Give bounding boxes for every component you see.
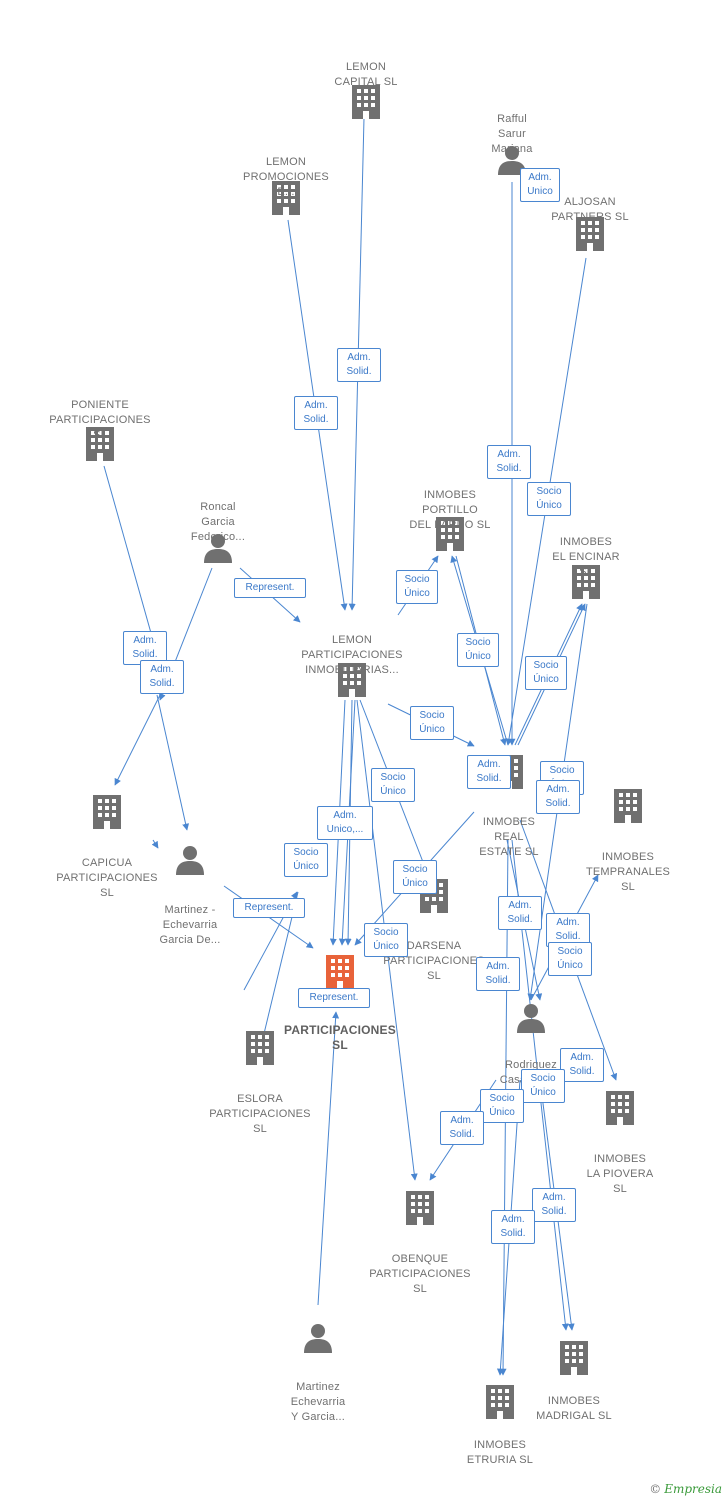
person-icon[interactable] <box>176 846 204 875</box>
edge-label[interactable]: Adm. Solid. <box>532 1188 576 1222</box>
node-label-inmobes-etruria[interactable]: INMOBES ETRURIA SL <box>466 1439 534 1466</box>
building-icon[interactable] <box>614 789 642 823</box>
edge-label[interactable]: Socio Único <box>284 843 328 877</box>
node-label-darsena[interactable]: DARSENA PARTICIPACIONES SL <box>383 940 485 982</box>
edge-label[interactable]: Adm. Solid. <box>337 348 381 382</box>
node-label-martinez-de[interactable]: Martinez - Echevarria Garcia De... <box>159 904 221 946</box>
edge-label[interactable]: Adm. Solid. <box>294 396 338 430</box>
building-icon[interactable] <box>93 795 121 829</box>
edge-label[interactable]: Adm. Unico <box>520 168 560 202</box>
node-label-aljosan[interactable]: ALJOSAN PARTNERS SL <box>551 196 629 223</box>
node-label-roncal[interactable]: Roncal Garcia Federico... <box>190 501 246 543</box>
edge-label[interactable]: Adm. Solid. <box>476 957 520 991</box>
edge-label[interactable]: Socio Único <box>480 1089 524 1123</box>
edge-label[interactable]: Socio Único <box>521 1069 565 1103</box>
brand-name: Empresia <box>664 1482 722 1496</box>
edge-label[interactable]: Adm. Solid. <box>536 780 580 814</box>
edge-line <box>156 694 190 831</box>
edge-label[interactable]: Represent. <box>234 578 306 598</box>
building-icon[interactable] <box>246 1031 274 1065</box>
node-label-main[interactable]: PARTICIPACIONES SL <box>284 1023 396 1052</box>
node-label-inmobes-real[interactable]: INMOBES REAL ESTATE SL <box>479 816 539 858</box>
edge-label[interactable]: Adm. Solid. <box>560 1048 604 1082</box>
building-icon[interactable] <box>352 85 380 119</box>
node-label-lemon-capital[interactable]: LEMON CAPITAL SL <box>334 61 398 88</box>
node-label-martinez-y[interactable]: Martinez Echevarria Y Garcia... <box>290 1381 346 1423</box>
node-label-inmobes-madrigal[interactable]: INMOBES MADRIGAL SL <box>536 1395 612 1422</box>
edge-label[interactable]: Adm. Unico,... <box>317 806 373 840</box>
copyright-symbol: © <box>649 1482 662 1496</box>
edge-label[interactable]: Adm. Solid. <box>467 755 511 789</box>
person-icon[interactable] <box>517 1004 545 1033</box>
node-label-inmobes-tempranales[interactable]: INMOBES TEMPRANALES SL <box>585 851 671 893</box>
edge-label[interactable]: Represent. <box>233 898 305 918</box>
edge-label[interactable]: Adm. Solid. <box>440 1111 484 1145</box>
building-icon[interactable] <box>560 1341 588 1375</box>
node-label-eslora[interactable]: ESLORA PARTICIPACIONES SL <box>209 1093 311 1135</box>
node-label-inmobes-encinar[interactable]: INMOBES EL ENCINAR SL <box>552 536 620 578</box>
building-icon[interactable] <box>406 1191 434 1225</box>
edge-label[interactable]: Adm. Solid. <box>140 660 184 694</box>
edge-label[interactable]: Socio Único <box>393 860 437 894</box>
building-icon[interactable] <box>326 955 354 989</box>
node-label-rafful[interactable]: Rafful Sarur Mariana <box>491 113 533 155</box>
edge-line <box>317 1011 340 1306</box>
building-icon[interactable] <box>606 1091 634 1125</box>
edge-label[interactable]: Socio Único <box>410 706 454 740</box>
edge-label[interactable]: Socio Único <box>364 923 408 957</box>
edge-line <box>151 839 159 849</box>
person-icon[interactable] <box>304 1324 332 1353</box>
edge-line <box>114 694 161 786</box>
edge-label[interactable]: Adm. Solid. <box>487 445 531 479</box>
node-label-obenque[interactable]: OBENQUE PARTICIPACIONES SL <box>369 1253 471 1295</box>
node-label-lemon-promociones[interactable]: LEMON PROMOCIONES E... <box>243 156 329 198</box>
edge-label[interactable]: Socio Único <box>548 942 592 976</box>
node-label-poniente[interactable]: PONIENTE PARTICIPACIONES SL <box>49 399 151 441</box>
edge-label[interactable]: Adm. Solid. <box>498 896 542 930</box>
edge-label[interactable]: Adm. Solid. <box>491 1210 535 1244</box>
brand-watermark: ©Empresia <box>649 1482 722 1496</box>
node-label-inmobes-piovera[interactable]: INMOBES LA PIOVERA SL <box>586 1153 654 1195</box>
edge-label[interactable]: Socio Único <box>457 633 499 667</box>
edge-label[interactable]: Represent. <box>298 988 370 1008</box>
edge-label[interactable]: Socio Único <box>525 656 567 690</box>
edge-label[interactable]: Socio Único <box>371 768 415 802</box>
edge-label[interactable]: Adm. Solid. <box>123 631 167 665</box>
edges-layer <box>103 117 618 1376</box>
node-label-inmobes-portillo[interactable]: INMOBES PORTILLO DEL PARDO SL <box>409 489 491 531</box>
node-label-capicua[interactable]: CAPICUA PARTICIPACIONES SL <box>56 857 158 899</box>
node-label-lemon-participaciones[interactable]: LEMON PARTICIPACIONES INMOBILIARIAS... <box>301 634 403 676</box>
edge-label[interactable]: Socio Único <box>396 570 438 604</box>
edge-label[interactable]: Socio Único <box>527 482 571 516</box>
